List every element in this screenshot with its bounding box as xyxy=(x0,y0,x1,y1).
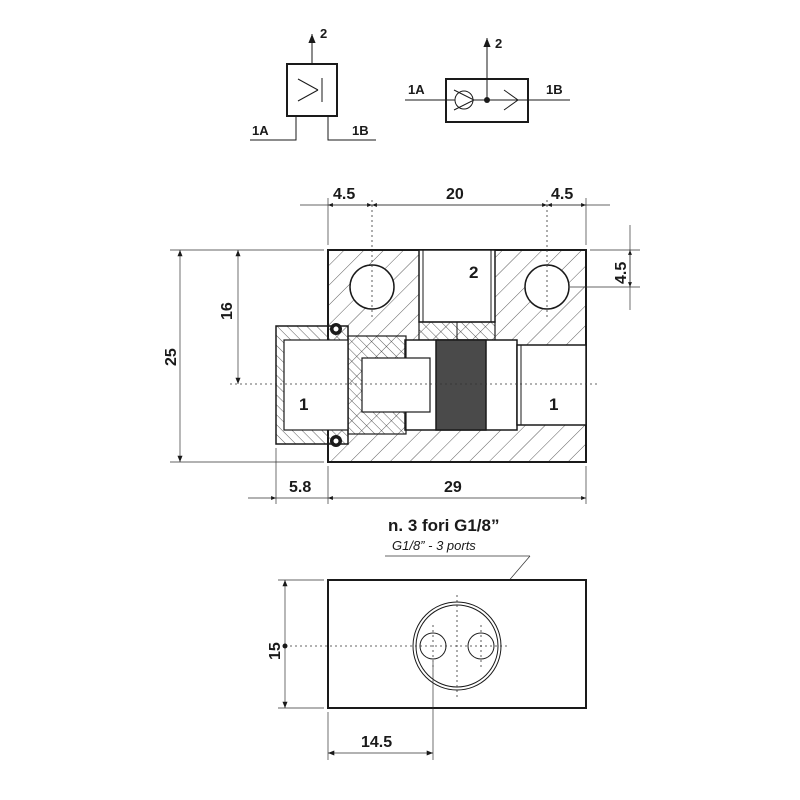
check-valve-symbol: 2 1A 1B xyxy=(405,36,570,123)
dim-axis-16: 16 xyxy=(219,302,236,320)
port-1-right-label: 1 xyxy=(549,395,558,414)
bottom-dimensions: 15 14.5 xyxy=(267,579,434,760)
dim-top-left: 4.5 xyxy=(333,186,355,203)
shuttle-valve-symbol: 2 1A 1B xyxy=(250,26,376,141)
dim-right-vertical: 4.5 xyxy=(613,262,630,284)
note-title: n. 3 fori G1/8” xyxy=(388,516,499,535)
front-dimensions: 4.5 20 4.5 4.5 25 16 5.8 29 xyxy=(163,186,640,504)
port-2-label: 2 xyxy=(469,263,478,282)
check-port-1a-label: 1A xyxy=(408,82,425,97)
shuttle-port-2-label: 2 xyxy=(320,26,327,41)
dim-top-mid: 20 xyxy=(446,186,464,203)
dim-bottom-5-8: 5.8 xyxy=(289,479,311,496)
dim-bottom-height-15: 15 xyxy=(267,642,284,660)
front-section-view: 2 1 1 xyxy=(230,200,600,463)
check-port-1b-label: 1B xyxy=(546,82,563,97)
bottom-view xyxy=(285,579,587,709)
shuttle-port-1a-label: 1A xyxy=(252,123,269,138)
shuttle-port-1b-label: 1B xyxy=(352,123,369,138)
dim-height-25: 25 xyxy=(163,348,180,366)
note-subtitle: G1/8” - 3 ports xyxy=(392,538,476,553)
dim-bottom-29: 29 xyxy=(444,479,462,496)
dim-top-right: 4.5 xyxy=(551,186,573,203)
check-port-2-label: 2 xyxy=(495,36,502,51)
ports-note: n. 3 fori G1/8” G1/8” - 3 ports xyxy=(385,516,531,613)
dim-bottom-width-14-5: 14.5 xyxy=(361,734,392,751)
port-1-left-label: 1 xyxy=(299,395,308,414)
